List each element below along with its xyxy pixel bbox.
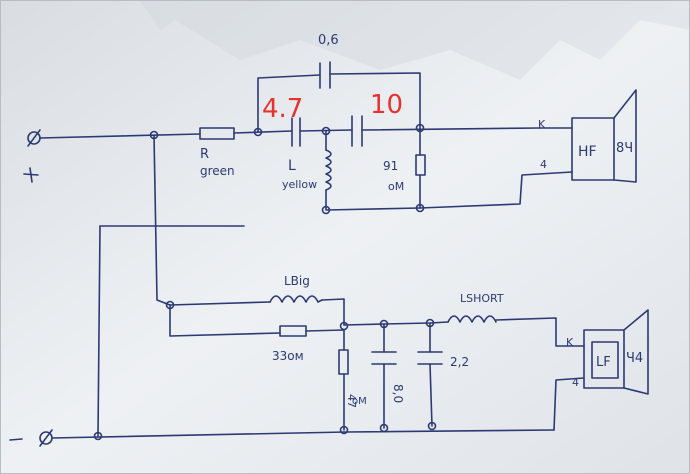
- capacitor-top: 0,6: [318, 33, 339, 89]
- plus-terminal: [23, 129, 41, 183]
- junction-dots: [93, 123, 437, 441]
- label-inductor-l: L: [288, 158, 296, 174]
- resistor-r: R green: [199, 127, 235, 178]
- inductor-lbig: LBig: [269, 274, 323, 303]
- inductor-lshort: LSHORT: [447, 292, 504, 323]
- resistor-33: 33ом: [272, 325, 307, 363]
- label-hf-k: K: [538, 118, 546, 131]
- label-hf: HF: [578, 144, 597, 160]
- resistor-91: 91 oM: [383, 154, 426, 193]
- resistor-47: 47 оМ: [338, 349, 367, 408]
- capacitor-10: 10: [351, 90, 403, 147]
- label-cap-47: 4.7: [262, 94, 303, 124]
- label-res-47-unit: оМ: [352, 396, 367, 407]
- label-lf: LF: [596, 355, 611, 370]
- hf-speaker: HF 8Ч K 4: [538, 89, 637, 183]
- label-res-91: 91: [383, 159, 398, 173]
- label-cap-top: 0,6: [318, 33, 339, 48]
- label-res-47: 47: [345, 394, 358, 408]
- top-wiring: [39, 72, 573, 437]
- capacitor-22: 2,2: [417, 351, 469, 369]
- label-cap-10: 10: [370, 90, 403, 120]
- lower-wiring: [169, 298, 585, 431]
- label-cap-22: 2,2: [450, 355, 469, 369]
- label-inductor-color: yellow: [282, 178, 317, 191]
- label-lbig: LBig: [284, 274, 310, 288]
- label-res-91-unit: oM: [388, 180, 404, 193]
- lf-speaker: LF Ч4 K 4: [566, 309, 649, 395]
- label-hf-4: 4: [540, 158, 547, 171]
- label-hf-ohm: 8Ч: [616, 141, 633, 156]
- label-lf-ohm: Ч4: [626, 351, 643, 366]
- label-res-33: 33ом: [272, 349, 304, 363]
- capacitor-47: 4.7: [262, 94, 303, 147]
- label-resistor-color: green: [200, 164, 235, 178]
- label-lf-k: K: [566, 336, 574, 349]
- label-resistor-r: R: [200, 147, 209, 162]
- capacitor-80: 8,0: [371, 351, 405, 403]
- label-cap-80: 8,0: [391, 384, 405, 403]
- minus-terminal: [9, 429, 555, 447]
- label-lf-4: 4: [572, 376, 579, 389]
- label-lshort: LSHORT: [460, 292, 504, 305]
- inductor-l: L yellow: [282, 149, 332, 191]
